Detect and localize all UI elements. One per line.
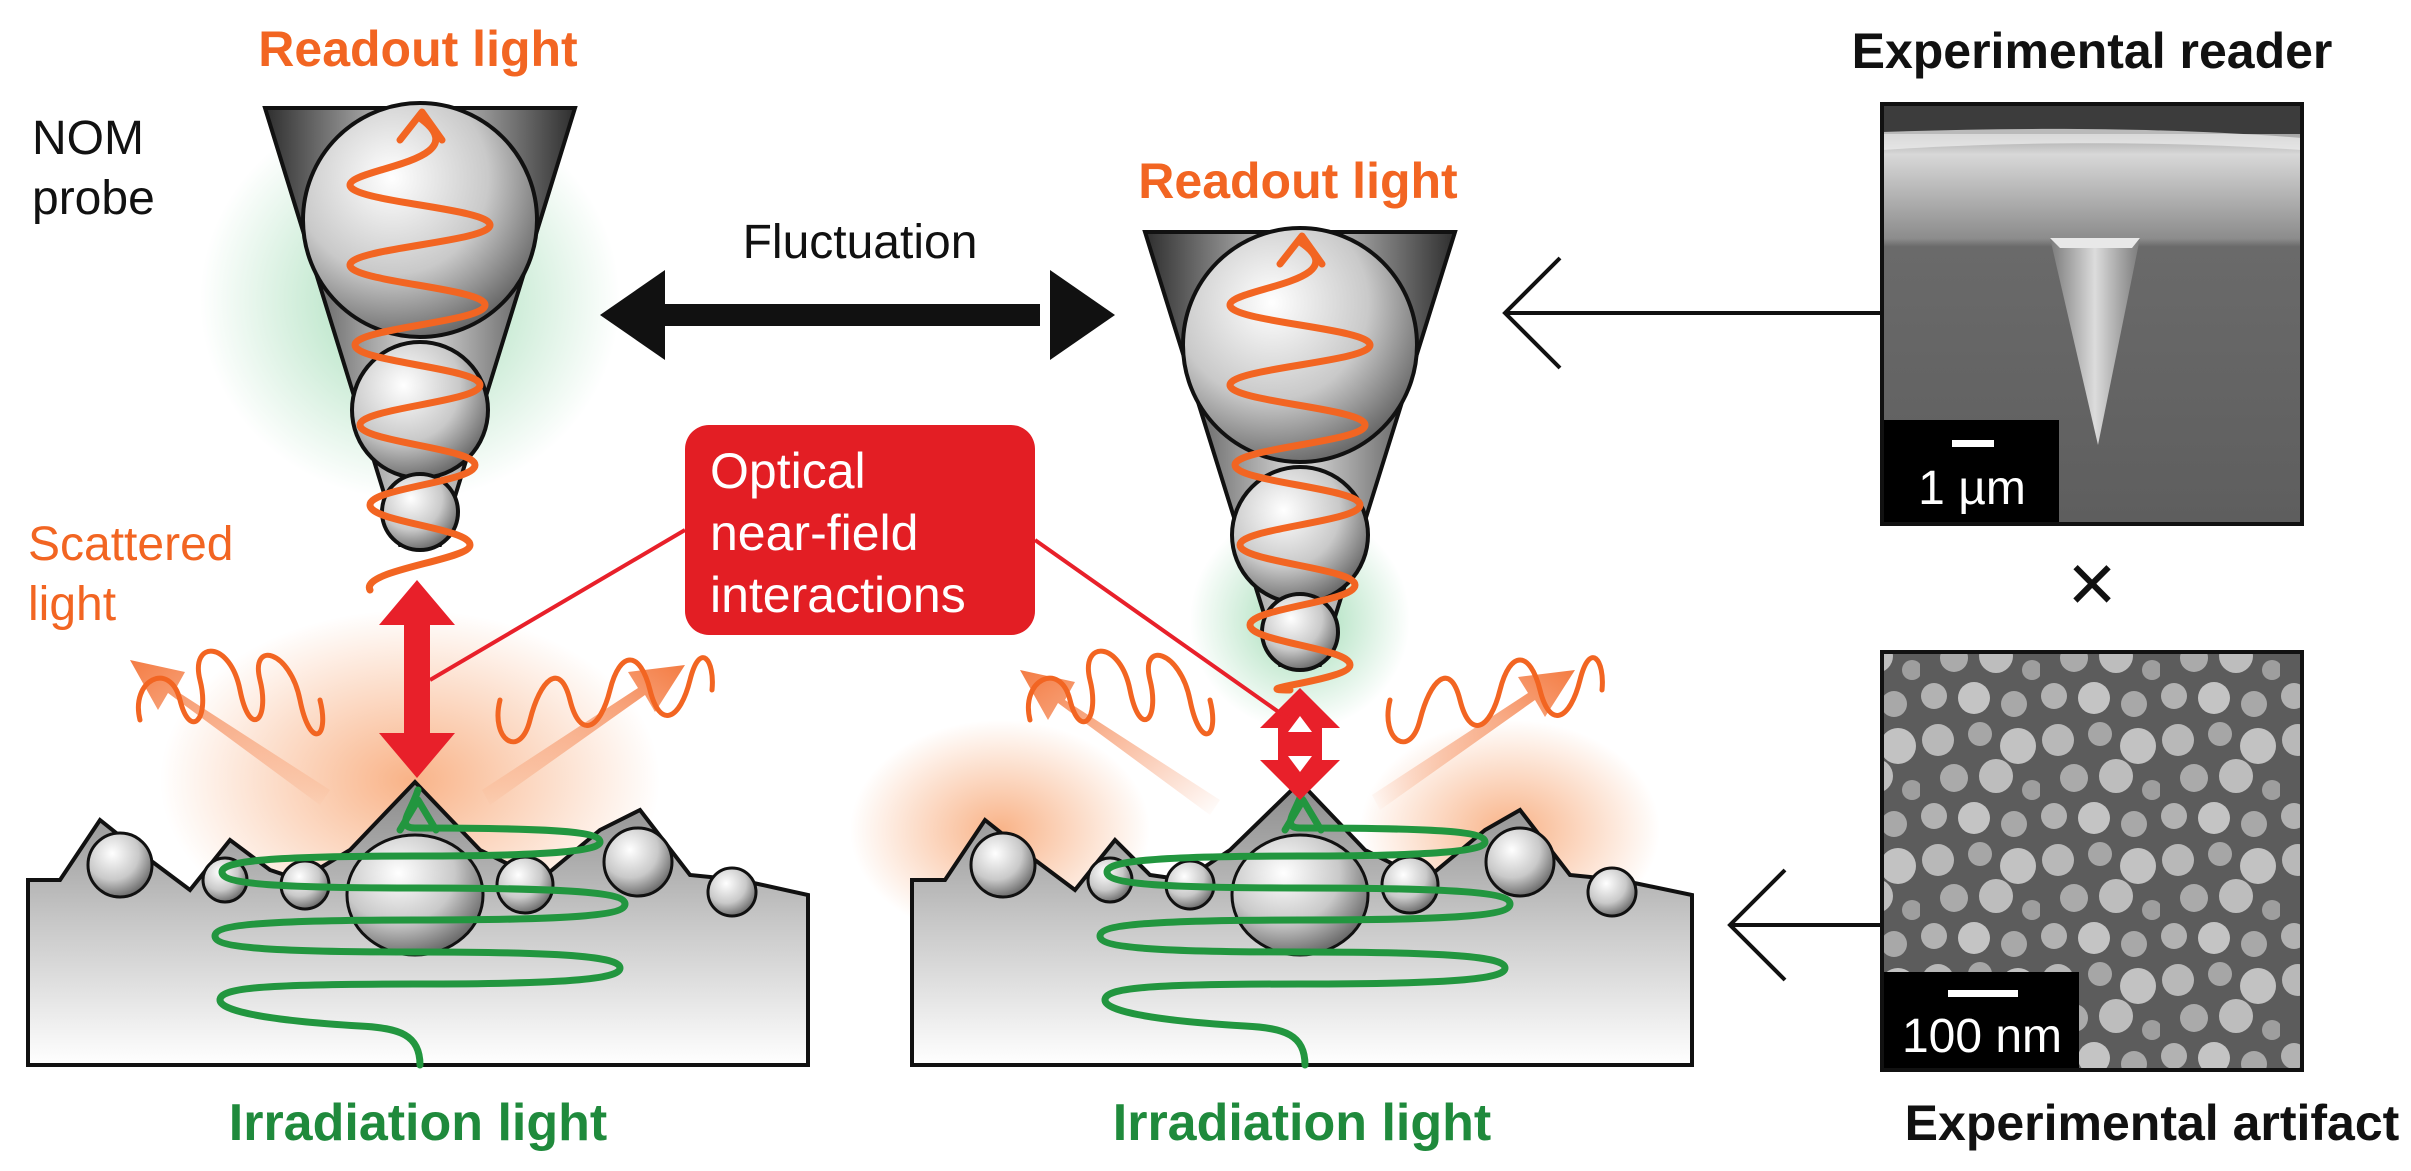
right-panel xyxy=(1502,102,2304,1072)
probe-sphere xyxy=(301,101,539,339)
reader-arrow xyxy=(1502,256,1880,370)
scatter-arrow-right xyxy=(1372,670,1575,810)
scattered-wave-left xyxy=(1025,648,1216,737)
readout-light-label-right: Readout light xyxy=(1138,153,1458,209)
near-field-interaction-arrow xyxy=(379,580,455,778)
irradiation-light-wave xyxy=(1096,786,1514,1069)
callout-connector-left xyxy=(428,528,687,682)
experimental-reader-label: Experimental reader xyxy=(1852,23,2333,79)
scattered-light-label-line2: light xyxy=(28,578,116,631)
nanoparticle xyxy=(969,831,1037,899)
readout-arrowhead xyxy=(396,108,446,144)
scale-bar-box xyxy=(1884,972,2079,1068)
scale-bar xyxy=(1952,440,1994,447)
irradiation-arrowhead xyxy=(396,796,440,834)
scattered-wave-right xyxy=(1385,655,1605,745)
sem-image-artifact xyxy=(1880,650,2304,1072)
scattered-light-label-line1: Scattered xyxy=(28,518,233,571)
sem-image-reader xyxy=(1880,102,2304,526)
left-panel xyxy=(26,100,810,1069)
scale-bar-box xyxy=(1884,420,2059,522)
irradiation-arrowhead xyxy=(1281,796,1325,834)
nanoparticle xyxy=(1380,855,1440,915)
artifact-arrow xyxy=(1727,868,1880,982)
irradiation-light-wave xyxy=(211,786,629,1069)
optical-interaction-callout xyxy=(685,425,1035,635)
optical-callout-line2: near-field xyxy=(710,505,918,561)
callout-connector-right xyxy=(1033,538,1292,722)
readout-light-label-left: Readout light xyxy=(258,21,578,77)
readout-light-wave xyxy=(1226,238,1374,694)
fluctuation-label: Fluctuation xyxy=(743,216,978,269)
probe-sphere xyxy=(1181,226,1419,464)
scale-bar xyxy=(1948,990,2018,997)
nanoparticle xyxy=(1484,826,1556,898)
nanoparticle xyxy=(1586,866,1638,918)
near-field-interaction-arrow xyxy=(1260,688,1340,800)
optical-callout-line1: Optical xyxy=(710,443,866,499)
fluctuation-arrow xyxy=(600,270,1115,360)
nanoparticle xyxy=(706,866,758,918)
nanoparticle xyxy=(602,826,674,898)
readout-arrowhead xyxy=(1276,232,1326,268)
scale-label-reader: 1 µm xyxy=(1918,462,2026,515)
readout-light-wave xyxy=(346,114,494,594)
scale-label-artifact: 100 nm xyxy=(1902,1010,2062,1063)
nanoparticle xyxy=(86,831,154,899)
nanoparticle xyxy=(495,855,555,915)
irradiation-light-label-right: Irradiation light xyxy=(1113,1094,1491,1152)
scattered-wave-left xyxy=(135,648,326,737)
nom-probe-label-line2: probe xyxy=(32,172,155,225)
nom-probe-label-line1: NOM xyxy=(32,112,144,165)
experimental-artifact-label: Experimental artifact xyxy=(1905,1095,2400,1151)
scattered-wave-right xyxy=(495,655,715,745)
scatter-arrow-right xyxy=(482,665,685,805)
multiplication-sign: × xyxy=(2067,536,2116,630)
middle-panel xyxy=(850,226,1694,1069)
optical-callout-line3: interactions xyxy=(710,567,966,623)
irradiation-light-label-left: Irradiation light xyxy=(229,1094,607,1152)
